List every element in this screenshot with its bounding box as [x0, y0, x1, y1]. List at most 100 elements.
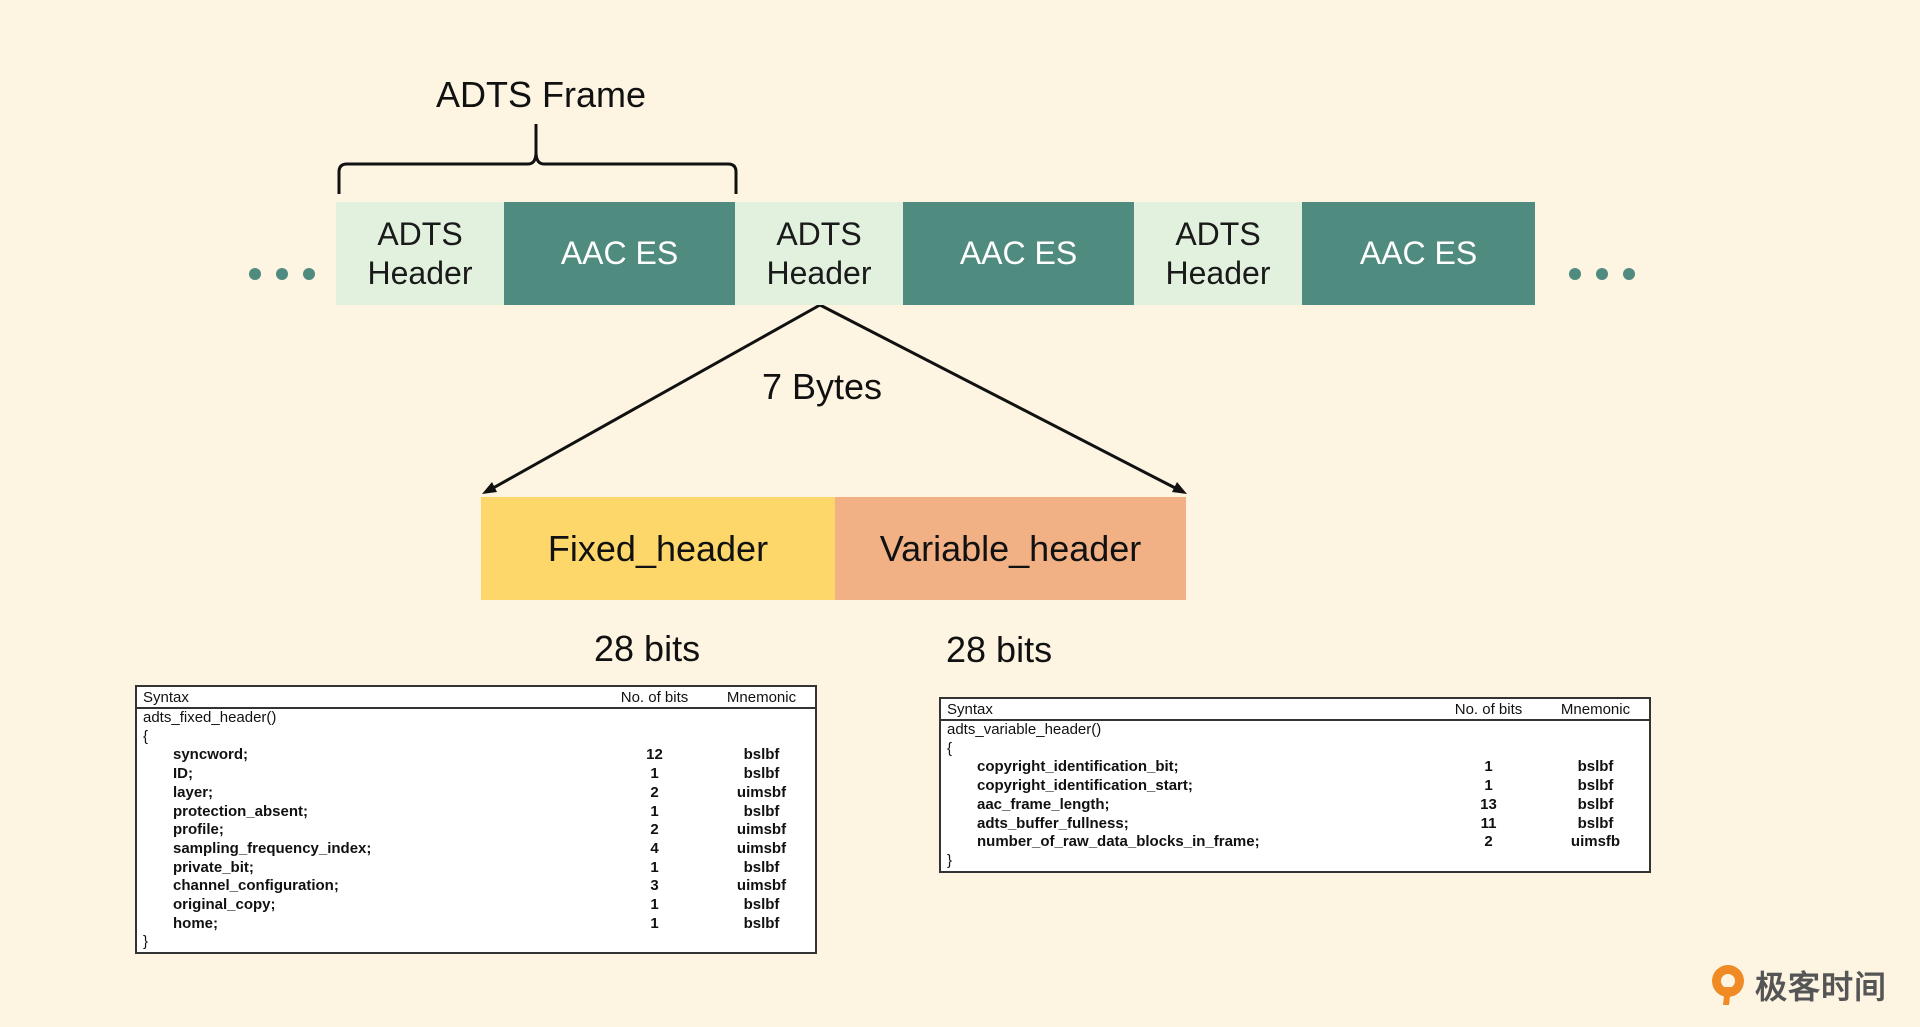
bit-count: 1 — [1484, 758, 1493, 776]
field-name: private_bit; — [173, 858, 254, 876]
variable-header-block: Variable_header — [835, 497, 1186, 600]
mnemonic: bslbf — [743, 858, 780, 876]
function-name: adts_variable_header() — [947, 721, 1102, 738]
mnemonic: bslbf — [743, 914, 780, 932]
field-name: number_of_raw_data_blocks_in_frame; — [977, 833, 1260, 851]
ellipsis-dot — [303, 268, 315, 280]
table-row: ID; 1 bslbf — [136, 765, 816, 784]
mnemonic: uimsbf — [736, 821, 787, 839]
field-name: original_copy; — [173, 896, 276, 914]
field-name: protection_absent; — [173, 802, 309, 820]
bit-count: 2 — [650, 821, 659, 839]
column-header-mnemonic: Mnemonic — [1542, 698, 1650, 721]
function-name: adts_fixed_header() — [143, 709, 277, 726]
bit-count: 11 — [1480, 814, 1497, 832]
column-header-bits: No. of bits — [601, 686, 708, 709]
table-row: private_bit; 1 bslbf — [136, 859, 816, 878]
arrowhead-right — [1172, 482, 1187, 494]
bit-count: 2 — [650, 783, 659, 801]
fixed-bits-label: 28 bits — [594, 628, 701, 669]
bit-count: 1 — [650, 765, 659, 783]
frame-brace — [337, 124, 738, 194]
table-row: profile; 2 uimsbf — [136, 821, 816, 840]
table-row: home; 1 bslbf — [136, 915, 816, 934]
field-name: ID; — [173, 765, 193, 783]
table-row: copyright_identification_bit; 1 bslbf — [940, 758, 1650, 777]
close-brace: } — [947, 851, 953, 869]
mnemonic: bslbf — [1577, 814, 1614, 832]
ellipsis-dot — [276, 268, 288, 280]
arrowhead-left — [482, 482, 497, 494]
mnemonic: bslbf — [1577, 758, 1614, 776]
table-row: copyright_identification_start; 1 bslbf — [940, 777, 1650, 796]
header-size-label: 7 Bytes — [761, 366, 883, 407]
adts-frame-label: ADTS Frame — [435, 74, 647, 115]
fixed-header-block: Fixed_header — [481, 497, 835, 600]
mnemonic: uimsbf — [736, 839, 787, 857]
mnemonic: uimsbf — [736, 877, 787, 895]
mnemonic: bslbf — [743, 896, 780, 914]
brand-logo: 极客时间 — [1709, 962, 1887, 1008]
table-row: protection_absent; 1 bslbf — [136, 803, 816, 822]
table-row: layer; 2 uimsbf — [136, 784, 816, 803]
brand-logo-icon — [1712, 965, 1744, 1005]
mnemonic: bslbf — [1577, 795, 1614, 813]
field-name: copyright_identification_start; — [977, 777, 1193, 795]
bit-count: 3 — [650, 877, 659, 895]
bit-count: 4 — [650, 839, 659, 857]
mnemonic: bslbf — [743, 802, 780, 820]
column-header-mnemonic: Mnemonic — [708, 686, 816, 709]
mnemonic: bslbf — [743, 765, 780, 783]
expand-line-left — [485, 303, 821, 494]
open-brace: { — [947, 739, 953, 757]
mnemonic: uimsfb — [1570, 833, 1621, 851]
field-name: syncword; — [173, 746, 249, 764]
field-name: home; — [173, 914, 218, 932]
field-name: layer; — [173, 783, 214, 801]
table-row: adts_buffer_fullness; 11 bslbf — [940, 815, 1650, 834]
aac-es-block: AAC ES — [903, 202, 1134, 305]
table-row: original_copy; 1 bslbf — [136, 896, 816, 915]
bit-count: 13 — [1480, 795, 1497, 813]
field-name: channel_configuration; — [173, 877, 339, 895]
field-name: adts_buffer_fullness; — [977, 814, 1129, 832]
mnemonic: uimsbf — [736, 783, 787, 801]
bit-count: 2 — [1484, 833, 1493, 851]
column-header-syntax: Syntax — [940, 698, 1435, 721]
table-row: aac_frame_length; 13 bslbf — [940, 796, 1650, 815]
column-header-bits: No. of bits — [1435, 698, 1542, 721]
aac-es-block: AAC ES — [504, 202, 735, 305]
bit-count: 1 — [650, 802, 659, 820]
column-header-syntax: Syntax — [136, 686, 601, 709]
field-name: copyright_identification_bit; — [977, 758, 1179, 776]
open-brace: { — [143, 727, 149, 745]
ellipsis-dot — [1623, 268, 1635, 280]
ellipsis-dot — [249, 268, 261, 280]
mnemonic: bslbf — [1577, 777, 1614, 795]
mnemonic: bslbf — [743, 746, 780, 764]
table-row: syncword; 12 bslbf — [136, 746, 816, 765]
variable-header-table: Syntax No. of bits Mnemonic adts_variabl… — [939, 697, 1651, 873]
ellipsis-dot — [1569, 268, 1581, 280]
bit-count: 1 — [1484, 777, 1493, 795]
bit-count: 12 — [646, 746, 663, 764]
table-row: number_of_raw_data_blocks_in_frame; 2 uims… — [940, 833, 1650, 852]
bit-count: 1 — [650, 858, 659, 876]
fixed-header-table: Syntax No. of bits Mnemonic adts_fixed_h… — [135, 685, 817, 955]
field-name: sampling_frequency_index; — [173, 839, 372, 857]
field-name: aac_frame_length; — [977, 795, 1110, 813]
variable-bits-label: 28 bits — [946, 629, 1053, 670]
brand-name: 极客时间 — [1755, 969, 1888, 1005]
field-name: profile; — [173, 821, 224, 839]
close-brace: } — [143, 933, 149, 951]
ellipsis-dot — [1596, 268, 1608, 280]
expand-line-right — [819, 303, 1184, 494]
table-row: sampling_frequency_index; 4 uimsbf — [136, 840, 816, 859]
bit-count: 1 — [650, 896, 659, 914]
aac-es-block: AAC ES — [1302, 202, 1535, 305]
bit-count: 1 — [650, 914, 659, 932]
